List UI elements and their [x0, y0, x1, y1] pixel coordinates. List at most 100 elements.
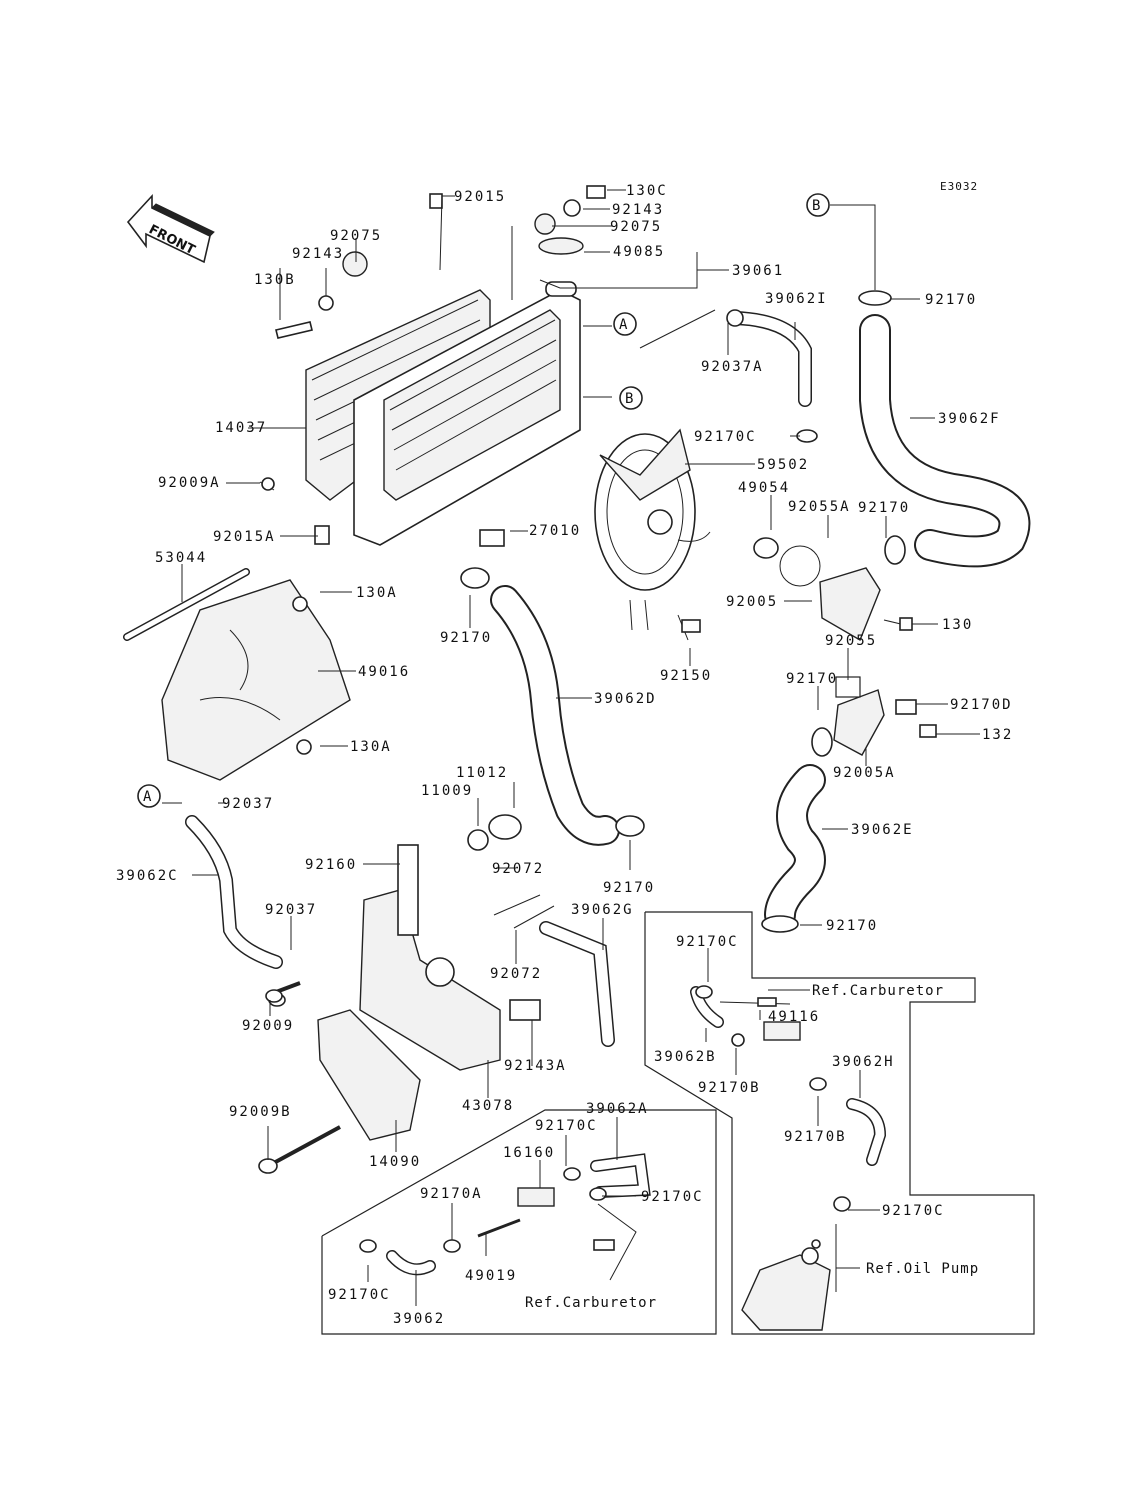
leader-lines [162, 189, 980, 1306]
carb-hose-right-part [690, 985, 887, 1212]
label-92150: 92150 [660, 668, 712, 684]
top-fasteners-part [275, 185, 606, 339]
svg-text:B: B [625, 391, 634, 407]
label-130B: 130B [254, 272, 296, 288]
label-92037A: 92037A [701, 359, 764, 375]
callout-b-top-right: B [806, 193, 830, 217]
label-11012: 11012 [456, 765, 508, 781]
label-92009: 92009 [242, 1018, 294, 1034]
label-92143A: 92143A [504, 1058, 567, 1074]
oil-pump-part [741, 1239, 831, 1331]
clamp-92170-part [858, 290, 892, 306]
diagram-code: E3032 [940, 180, 978, 193]
label-92170-right: 92170 [858, 500, 910, 516]
radiator-part [353, 281, 581, 546]
ref-carburetor-bottom: Ref.Carburetor [525, 1295, 657, 1311]
label-92009B: 92009B [229, 1104, 292, 1120]
label-59502: 59502 [757, 457, 809, 473]
callout-a-left: A [137, 784, 161, 808]
svg-text:B: B [812, 198, 821, 214]
label-92170-top-right: 92170 [925, 292, 977, 308]
label-92170B-left: 92170B [698, 1080, 761, 1096]
radiator-cap-part [538, 237, 584, 255]
label-27010: 27010 [529, 523, 581, 539]
label-92170C-mid: 92170C [694, 429, 757, 445]
label-92170-lower-right: 92170 [826, 918, 878, 934]
label-130C: 130C [626, 183, 668, 199]
label-92143-top: 92143 [612, 202, 664, 218]
label-92005A: 92005A [833, 765, 896, 781]
label-92170C-right-box: 92170C [676, 934, 739, 950]
label-14090: 14090 [369, 1154, 421, 1170]
label-92170-lower: 92170 [603, 880, 655, 896]
label-16160: 16160 [503, 1145, 555, 1161]
label-39062G: 39062G [571, 902, 634, 918]
carb-hose-bottom-part [359, 1153, 651, 1276]
part-labels: 92015 130C 92143 92075 92075 92143 130B … [116, 183, 1013, 1327]
label-92160: 92160 [305, 857, 357, 873]
label-39062C: 39062C [116, 868, 179, 884]
label-49019: 49019 [465, 1268, 517, 1284]
sub-assembly-frame-bottom [321, 1109, 717, 1335]
label-130A-top: 130A [356, 585, 398, 601]
front-arrow-icon: FRONT [126, 193, 215, 264]
svg-text:A: A [143, 789, 152, 805]
label-39062: 39062 [393, 1311, 445, 1327]
callout-a-top: A [613, 312, 637, 336]
svg-text:A: A [619, 317, 628, 333]
label-92170C-bottom: 92170C [535, 1118, 598, 1134]
label-92072-bottom: 92072 [490, 966, 542, 982]
label-39062E: 39062E [851, 822, 914, 838]
label-11009: 11009 [421, 783, 473, 799]
label-14037: 14037 [215, 420, 267, 436]
label-92055: 92055 [825, 633, 877, 649]
label-92170D: 92170D [950, 697, 1013, 713]
sub-assembly-frame-right [644, 911, 1035, 1335]
label-39062B: 39062B [654, 1049, 717, 1065]
label-92037-b: 92037 [265, 902, 317, 918]
label-39061: 39061 [732, 263, 784, 279]
label-49016: 49016 [358, 664, 410, 680]
label-92075-left: 92075 [330, 228, 382, 244]
thermostat-housing-part [753, 535, 913, 642]
label-49116: 49116 [768, 1009, 820, 1025]
label-39062D: 39062D [594, 691, 657, 707]
label-130A-bottom: 130A [350, 739, 392, 755]
cooling-fan-part [594, 428, 711, 631]
label-92037-a: 92037 [222, 796, 274, 812]
label-92170C-right-right: 92170C [882, 1203, 945, 1219]
label-130: 130 [942, 617, 973, 633]
label-92005: 92005 [726, 594, 778, 610]
label-43078: 43078 [462, 1098, 514, 1114]
label-49054: 49054 [738, 480, 790, 496]
reservoir-tank-part [359, 814, 541, 1071]
fitting-92005A-part [811, 676, 937, 757]
label-92055A: 92055A [788, 499, 851, 515]
label-92170C-bottom-left: 92170C [328, 1287, 391, 1303]
bracket-14090-part [317, 1009, 421, 1141]
label-49085: 49085 [613, 244, 665, 260]
label-92015: 92015 [454, 189, 506, 205]
label-92015A: 92015A [213, 529, 276, 545]
label-132: 132 [982, 727, 1013, 743]
label-39062H: 39062H [832, 1054, 895, 1070]
temp-sensor-part [479, 529, 505, 547]
callout-b-mid: B [619, 386, 643, 410]
label-92170-mid: 92170 [440, 630, 492, 646]
label-92143-left: 92143 [292, 246, 344, 262]
label-92170-right-mid: 92170 [786, 671, 838, 687]
shroud-49016-part [161, 579, 351, 781]
label-92072-top: 92072 [492, 861, 544, 877]
label-92009A: 92009A [158, 475, 221, 491]
label-39062F: 39062F [938, 411, 1001, 427]
label-53044: 53044 [155, 550, 207, 566]
label-92075-top: 92075 [610, 219, 662, 235]
label-92170A: 92170A [420, 1186, 483, 1202]
ref-oil-pump: Ref.Oil Pump [866, 1261, 979, 1277]
label-92170B-right: 92170B [784, 1129, 847, 1145]
label-92170C-bottom-2: 92170C [641, 1189, 704, 1205]
label-39062A: 39062A [586, 1101, 649, 1117]
ref-carburetor-right: Ref.Carburetor [812, 983, 944, 999]
